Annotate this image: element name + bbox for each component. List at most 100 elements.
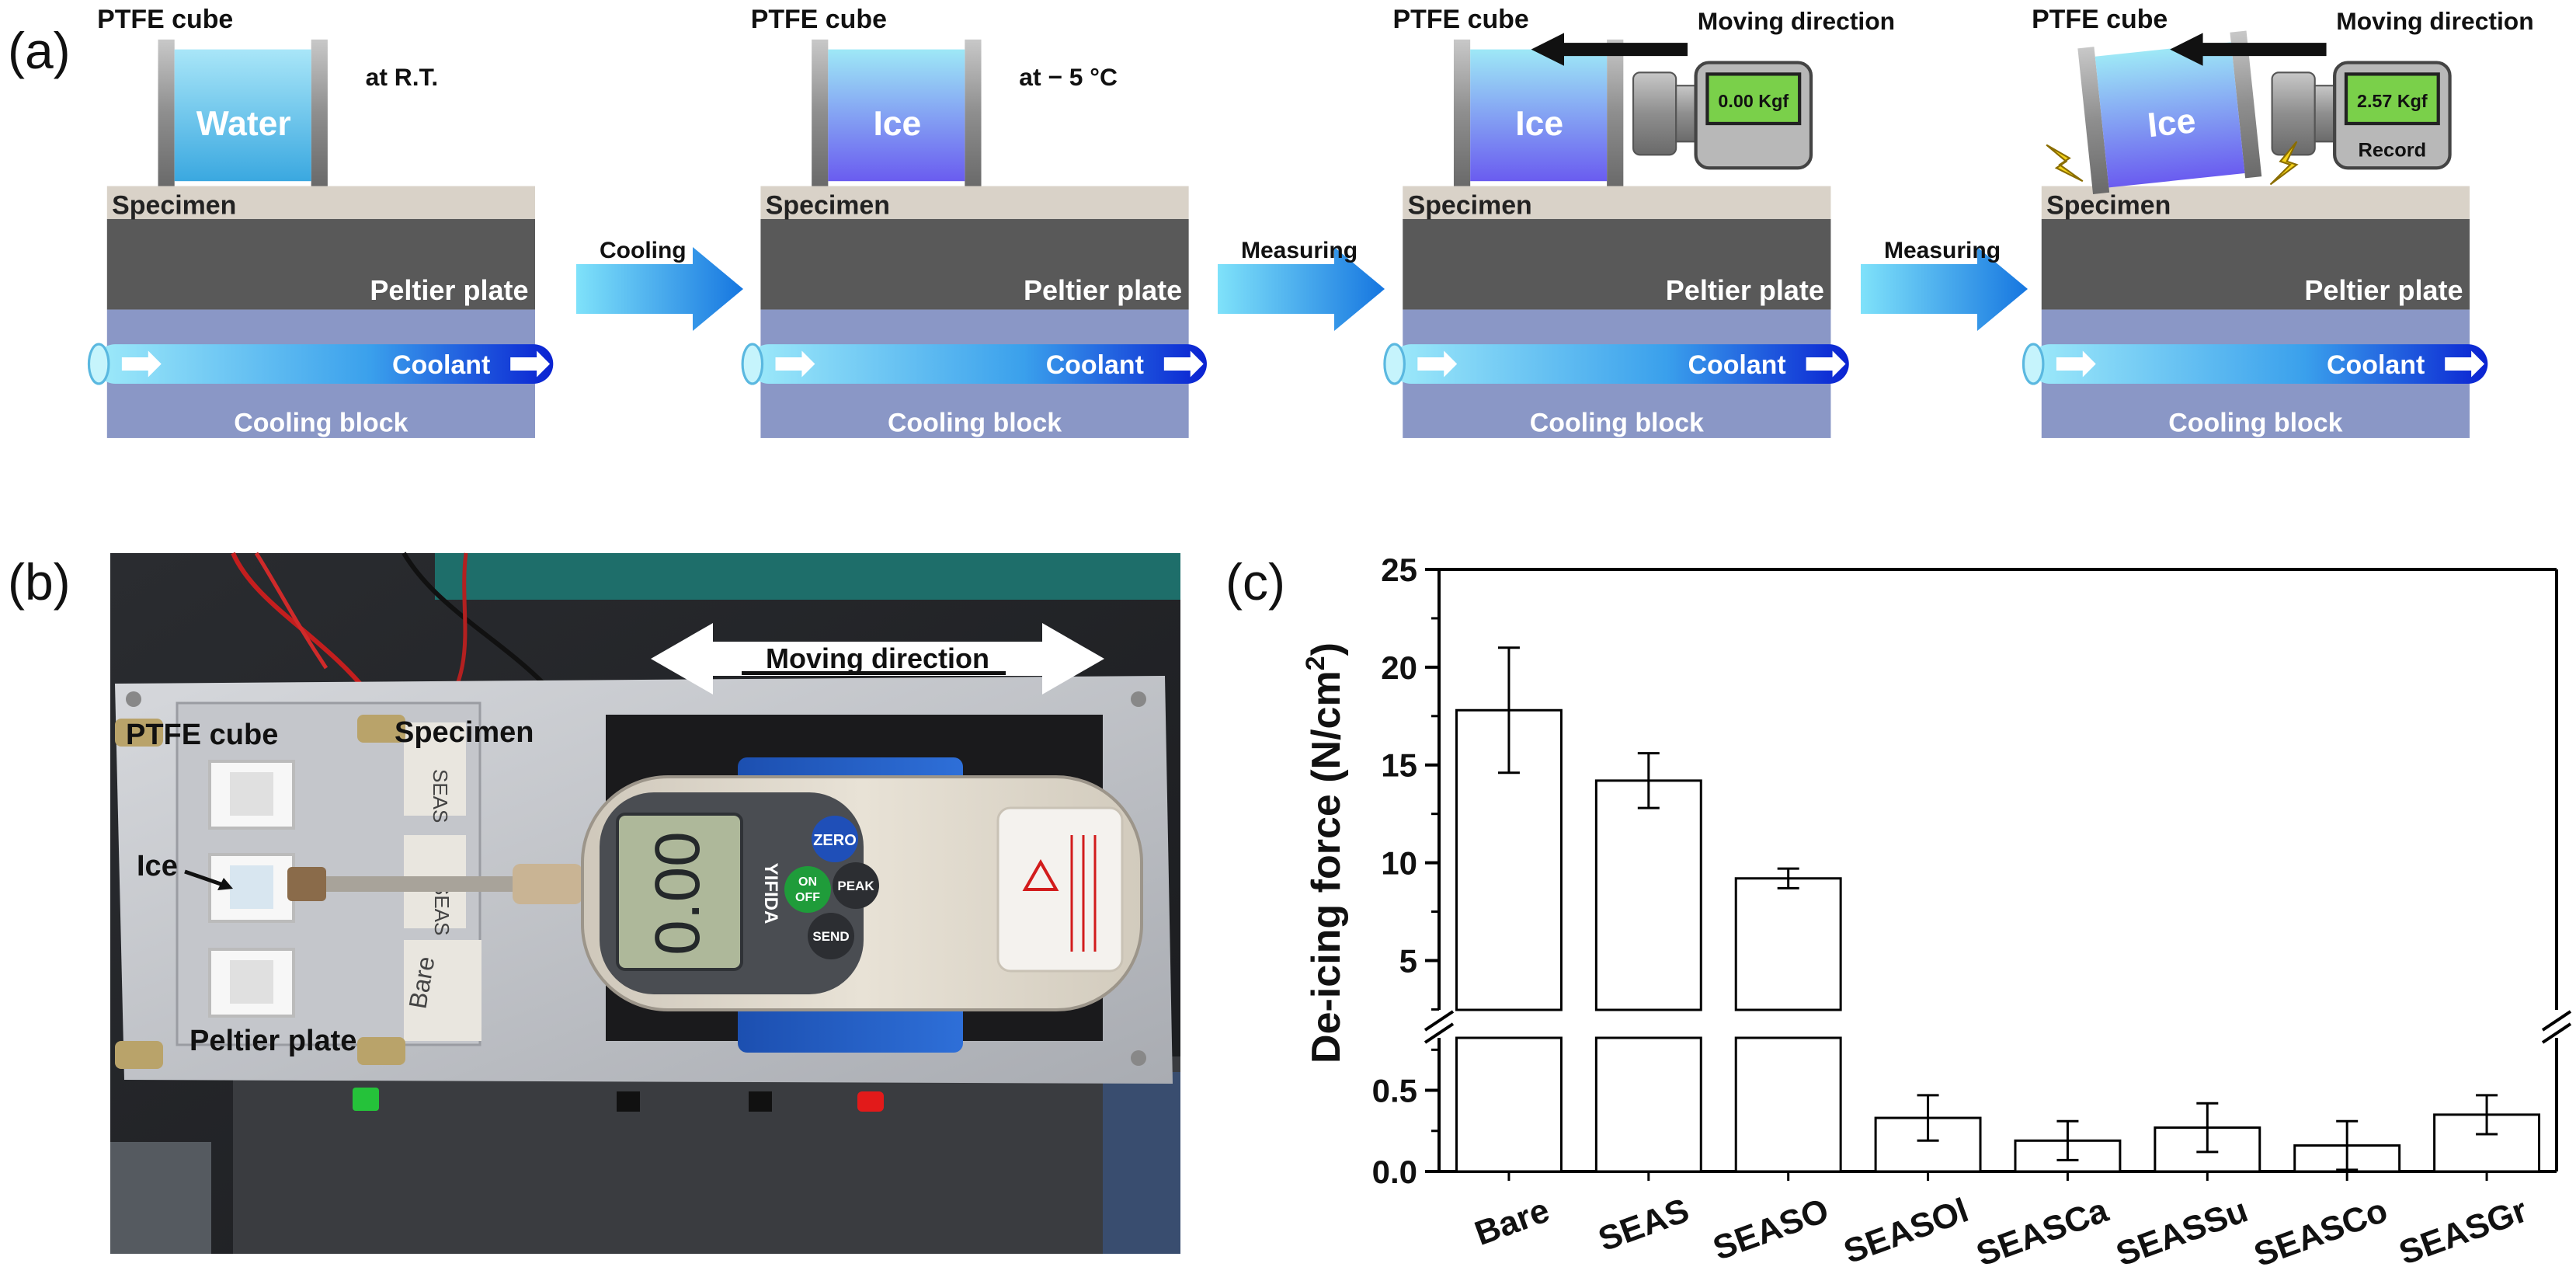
water-fill <box>174 49 311 182</box>
peltier-layer <box>1403 218 1831 310</box>
panel-b: (b) <box>8 552 1180 1254</box>
peak-button <box>833 862 879 909</box>
transition-arrow-icon <box>1861 247 2028 331</box>
rail <box>110 1142 211 1254</box>
peltier-text: Peltier plate <box>2304 274 2463 306</box>
transition-arrow-icon <box>576 247 743 331</box>
moving-direction-text: Moving direction <box>2336 7 2533 35</box>
fitting <box>357 1037 405 1065</box>
flow-arrow-icon <box>2445 350 2485 378</box>
coolant-text: Coolant <box>2327 350 2425 380</box>
y-tick-label: 0.5 <box>1372 1073 1417 1109</box>
specimen-layer <box>2041 186 2470 219</box>
cube-content-text: Ice <box>873 105 921 143</box>
rod-knob <box>513 864 582 904</box>
y-tick-label: 5 <box>1399 942 1417 979</box>
brand-label: YIFIDA <box>760 863 781 924</box>
ptfe-cube-3 <box>208 948 295 1018</box>
flow-arrow-icon <box>121 350 162 378</box>
bar-group: SEASCo <box>2249 1119 2401 1274</box>
moving-direction-text: Moving direction <box>1698 7 1895 35</box>
moving-direction-label: Moving direction <box>766 642 989 674</box>
cube-wall-left <box>158 39 175 186</box>
y-axis-label: De-icing force (N/cm2) <box>1301 642 1349 1063</box>
temperature-text: at − 5 °C <box>1019 63 1118 91</box>
peltier-text: Peltier plate <box>370 274 528 306</box>
ice-pointer <box>184 869 226 888</box>
cube-wall-right <box>311 39 328 186</box>
cooling-block-text: Cooling block <box>888 408 1062 437</box>
flow-arrow-icon <box>1806 350 1846 378</box>
x-tick-label: SEASOl <box>1839 1191 1973 1271</box>
moving-direction-arrow-icon <box>2170 33 2327 66</box>
black-wire <box>402 552 546 686</box>
ptfe-cube-text: PTFE cube <box>97 5 233 34</box>
specimen-strip <box>404 722 466 816</box>
fitting <box>115 1041 163 1069</box>
bar-group: SEASOl <box>1839 1094 1982 1271</box>
ice-pointer-head <box>217 878 233 890</box>
transition-label: Measuring <box>1884 238 2001 263</box>
warning-icon <box>1022 858 1059 891</box>
fitting <box>357 715 405 743</box>
device-top-edge <box>435 553 1180 600</box>
gauge-screen <box>2344 72 2440 126</box>
coolant-pipe <box>749 344 1207 384</box>
peltier-layer <box>2041 218 2470 310</box>
moving-direction-arrow-icon <box>1531 33 1688 66</box>
transition-arrow: Measuring <box>1861 238 2028 331</box>
pipe-opening <box>1383 343 1406 385</box>
send-button-label: SEND <box>812 929 849 944</box>
screw <box>1131 691 1146 707</box>
x-tick-label: Bare <box>1470 1191 1555 1253</box>
gauge-lcd-reading: 0.00 <box>642 831 713 956</box>
pusher-head <box>2271 71 2316 156</box>
gauge-lcd <box>616 813 743 971</box>
cooling-block-text: Cooling block <box>1530 408 1704 437</box>
cube-wall-left <box>2077 47 2110 194</box>
bar-group: SEASO <box>1709 867 1842 1268</box>
specimen-text: Specimen <box>766 191 890 221</box>
y-tick-label: 10 <box>1381 845 1417 882</box>
rod-tip <box>287 867 326 901</box>
cube-content-text: Water <box>196 105 291 143</box>
zero-button-label: ZERO <box>813 832 857 849</box>
black-knob-1 <box>617 1091 640 1112</box>
peltier-text: Peltier plate <box>1024 274 1182 306</box>
force-gauge: 0.00 ZERO ON OFF PEAK SEND YIFIDA <box>581 775 1143 1011</box>
x-tick-label: SEASO <box>1709 1191 1834 1268</box>
transition-label: Measuring <box>1241 238 1358 263</box>
peak-button-label: PEAK <box>837 879 874 893</box>
arrow-underline <box>742 671 1006 675</box>
specimen-layer <box>1403 186 1831 219</box>
panel-c-label: (c) <box>1225 553 1285 611</box>
specimen-layer <box>106 186 535 219</box>
cube-wall-right <box>1607 39 1624 186</box>
cube-wall-left <box>812 39 829 186</box>
on-off-button <box>784 866 831 913</box>
specimen-layer <box>760 186 1189 219</box>
bar <box>1734 1036 1842 1173</box>
ptfe-cube-label: PTFE cube <box>126 719 278 751</box>
screw <box>126 691 141 707</box>
bar-group: SEASCa <box>1972 1119 2122 1274</box>
ptfe-cube-text: PTFE cube <box>751 5 887 34</box>
off-button-label: OFF <box>795 891 820 904</box>
transition-arrow: Cooling <box>576 238 743 331</box>
x-tick-label: SEASCa <box>1972 1191 2114 1273</box>
ice-fill <box>2095 42 2245 188</box>
cube-wall-right <box>2230 30 2262 179</box>
cooling-block-text: Cooling block <box>234 408 408 437</box>
flow-arrow-icon <box>1417 350 1458 378</box>
bar-group: SEASSu <box>2112 1102 2261 1274</box>
gauge-reading: 2.57 Kgf <box>2357 91 2428 111</box>
setup-photo: SEAS SEAS Bare <box>110 552 1180 1254</box>
panel-a-label: (a) <box>8 22 71 79</box>
pusher-rod <box>287 876 520 892</box>
